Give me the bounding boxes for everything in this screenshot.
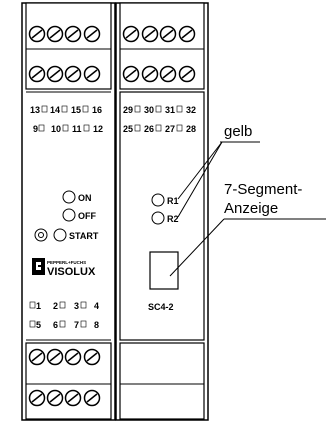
terminal-2: 2 bbox=[53, 301, 58, 311]
terminal-9: 9 bbox=[33, 124, 38, 134]
terminal-1: 1 bbox=[36, 301, 41, 311]
right-module bbox=[115, 2, 209, 421]
terminal-5: 5 bbox=[36, 320, 41, 330]
terminal-11: 11 bbox=[72, 124, 82, 134]
left-terminal-labels-top: 13 14 15 16 9 10 11 12 bbox=[30, 105, 103, 134]
terminal-15: 15 bbox=[71, 105, 81, 115]
terminal-28: 28 bbox=[186, 124, 196, 134]
r2-led-icon bbox=[151, 211, 165, 225]
terminal-7: 7 bbox=[74, 320, 79, 330]
terminal-25: 25 bbox=[123, 124, 133, 134]
brand-logo-icon bbox=[32, 258, 45, 275]
r1-led-icon bbox=[151, 193, 165, 207]
on-button-icon bbox=[62, 190, 76, 204]
terminal-8: 8 bbox=[94, 320, 99, 330]
display-callout-line2: Anzeige bbox=[224, 200, 278, 217]
right-terminal-labels: 29 30 31 32 25 26 27 28 bbox=[123, 105, 196, 134]
terminal-26: 26 bbox=[144, 124, 154, 134]
brand-large: VISOLUX bbox=[47, 266, 96, 278]
model-label: SC4-2 bbox=[148, 302, 174, 312]
terminal-6: 6 bbox=[53, 320, 58, 330]
left-terminal-labels-bottom: 1 2 3 4 5 6 7 8 bbox=[29, 301, 99, 330]
control-buttons: ON OFF START bbox=[34, 190, 99, 242]
start-button-icon bbox=[53, 228, 67, 242]
brand-logo: PEPPERL+FUCHS VISOLUX bbox=[32, 258, 96, 278]
brand-small: PEPPERL+FUCHS bbox=[47, 260, 86, 265]
terminal-29: 29 bbox=[123, 105, 133, 115]
relay-leds: R1 R2 bbox=[151, 193, 179, 225]
terminal-3: 3 bbox=[74, 301, 79, 311]
on-label: ON bbox=[78, 193, 92, 203]
display-callout-line1: 7-Segment- bbox=[224, 181, 302, 198]
terminal-30: 30 bbox=[144, 105, 154, 115]
terminal-4: 4 bbox=[94, 301, 99, 311]
terminal-12: 12 bbox=[93, 124, 103, 134]
off-label: OFF bbox=[78, 211, 96, 221]
r2-label: R2 bbox=[167, 214, 179, 224]
terminal-32: 32 bbox=[186, 105, 196, 115]
terminal-16: 16 bbox=[92, 105, 102, 115]
start-label: START bbox=[69, 231, 99, 241]
terminal-13: 13 bbox=[30, 105, 40, 115]
r1-label: R1 bbox=[167, 196, 179, 206]
led-color-callout: gelb bbox=[224, 123, 252, 140]
seven-segment-display bbox=[149, 251, 179, 290]
terminal-31: 31 bbox=[165, 105, 175, 115]
callouts: gelb 7-Segment- Anzeige bbox=[169, 123, 326, 277]
off-button-icon bbox=[62, 208, 76, 222]
terminal-14: 14 bbox=[50, 105, 60, 115]
terminal-10: 10 bbox=[51, 124, 61, 134]
terminal-27: 27 bbox=[165, 124, 175, 134]
